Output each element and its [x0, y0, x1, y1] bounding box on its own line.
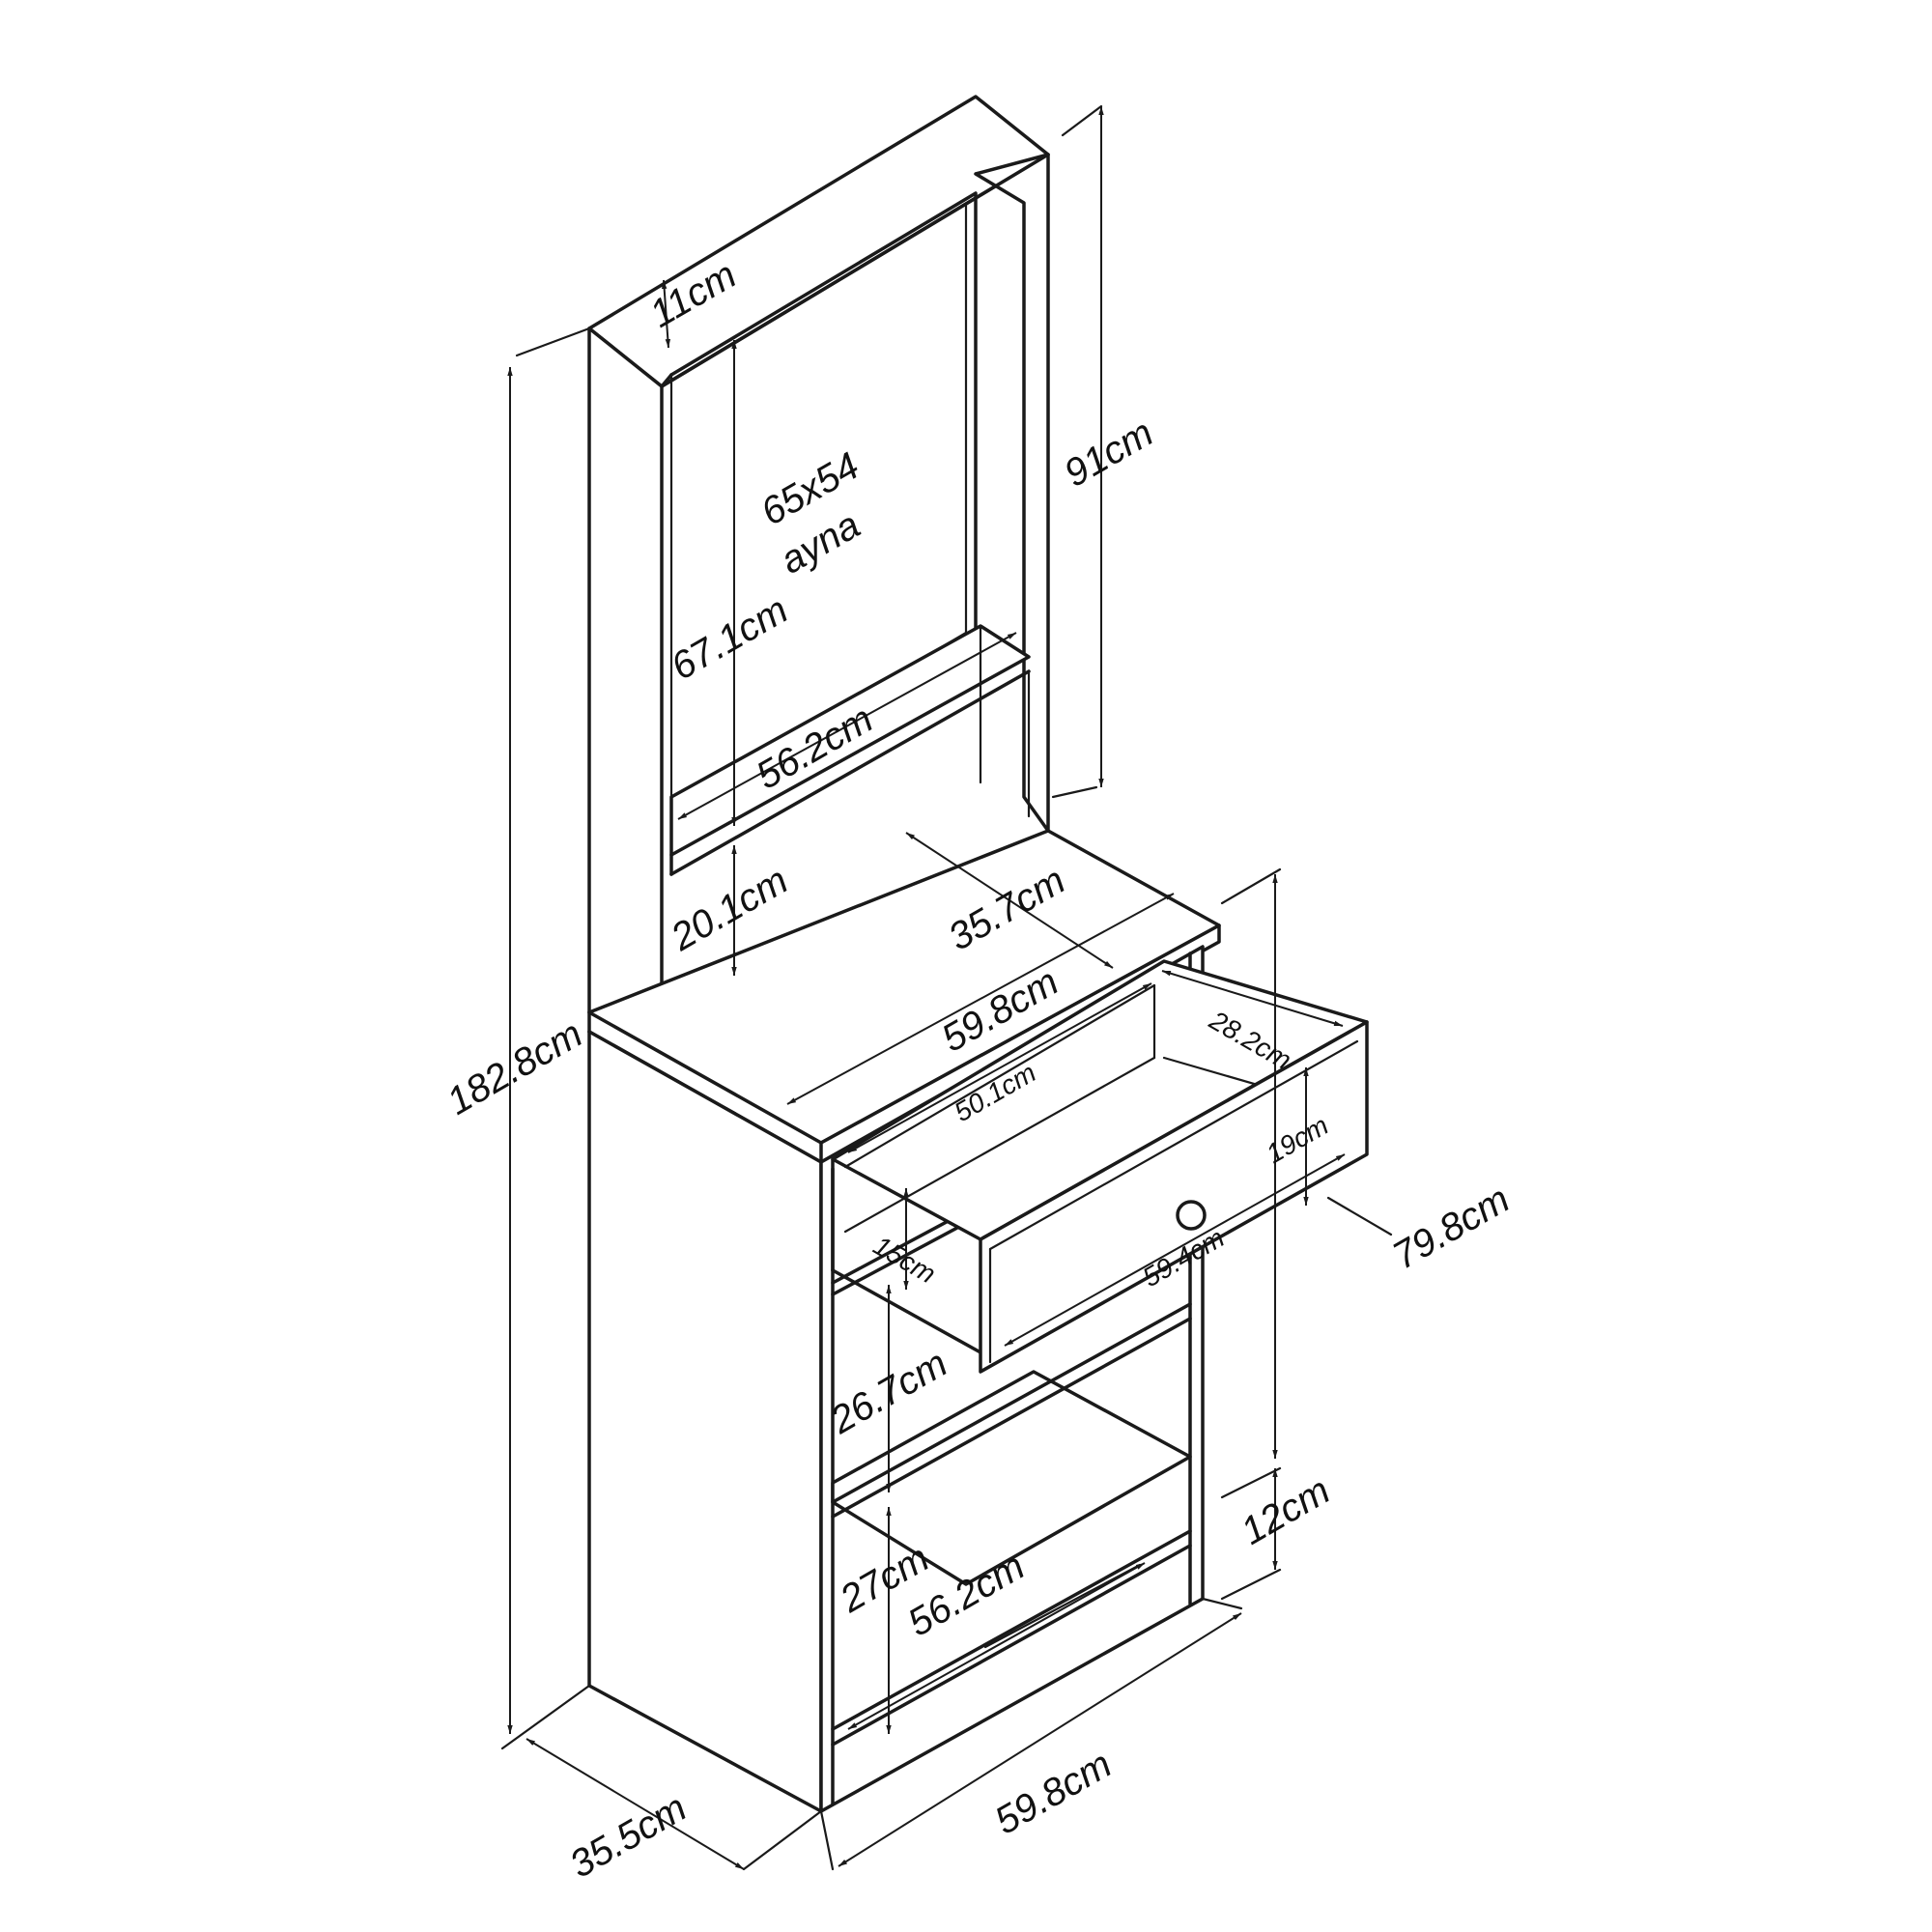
dimension-lines	[500, 104, 1393, 1871]
label-plinth-height: 12cm	[1235, 1469, 1338, 1553]
label-base-depth: 35.5cm	[563, 1786, 695, 1887]
label-total-height: 182.8cm	[440, 1012, 590, 1123]
drawer-knob-icon	[1176, 1200, 1207, 1231]
label-mirror-inner-height: 67.1cm	[665, 588, 796, 689]
label-body-height: 79.8cm	[1386, 1178, 1518, 1278]
label-base-width: 59.8cm	[988, 1743, 1120, 1843]
label-mirror-height: 91cm	[1058, 412, 1161, 496]
